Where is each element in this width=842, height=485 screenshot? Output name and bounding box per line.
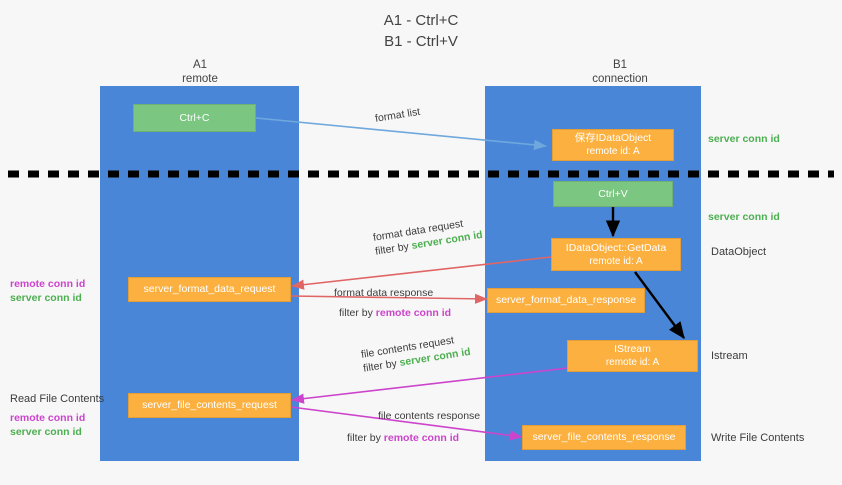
node-server-format-data-request-label: server_format_data_request: [143, 283, 276, 295]
edge-label-format-data-request: format data request filter by server con…: [372, 214, 484, 259]
title-line-1: A1 - Ctrl+C: [383, 12, 459, 29]
node-istream-line1: IStream: [614, 343, 651, 355]
node-server-file-contents-response-label: server_file_contents_response: [532, 431, 676, 443]
left-label-conn-id-pair-top: remote conn id server conn id: [10, 277, 85, 305]
edge-format-data-response-line1: format data response: [334, 287, 434, 299]
node-istream-line2: remote id: A: [605, 357, 660, 368]
node-ctrl-v-label: Ctrl+V: [598, 187, 628, 200]
key-remote-conn-id: remote conn id: [383, 432, 460, 444]
right-label-server-conn-id-mid: server conn id: [708, 211, 780, 223]
node-save-dataobject-line1: 保存IDataObject: [574, 132, 652, 144]
node-getdata-line1: IDataObject::GetData: [565, 241, 667, 254]
lane-b1-name: B1: [612, 59, 628, 71]
node-server-file-contents-response[interactable]: server_file_contents_response: [522, 425, 686, 450]
node-server-file-contents-request-label: server_file_contents_request: [142, 399, 277, 411]
right-label-dataobject: DataObject: [711, 246, 767, 258]
edge-format-data-response-filter: filter by remote conn id: [339, 307, 452, 319]
title-line-2: B1 - Ctrl+V: [384, 33, 458, 50]
edge-label-format-data-response: format data response filter by remote co…: [334, 286, 451, 320]
edge-label-file-contents-response: file contents response filter by remote …: [347, 409, 481, 445]
lane-b1-sub: connection: [592, 73, 648, 85]
key-remote-conn-id: remote conn id: [375, 307, 452, 319]
node-istream[interactable]: IStream remote id: A: [567, 340, 698, 372]
left-server-conn-id-bottom: server conn id: [10, 426, 82, 438]
edge-file-contents-response-filter: filter by remote conn id: [347, 432, 460, 444]
node-server-format-data-request[interactable]: server_format_data_request: [128, 277, 291, 302]
node-ctrl-c-label: Ctrl+C: [179, 111, 210, 124]
page-title: A1 - Ctrl+C B1 - Ctrl+V: [0, 10, 842, 52]
node-server-file-contents-request[interactable]: server_file_contents_request: [128, 393, 291, 418]
lane-a1-sub: remote: [182, 73, 218, 85]
right-label-write-file-contents: Write File Contents: [711, 432, 805, 444]
edge-file-contents-response-line1: file contents response: [378, 410, 481, 422]
lane-header-b1: B1 connection: [520, 58, 720, 86]
node-getdata-line2: remote id: A: [589, 255, 643, 267]
right-label-istream: Istream: [711, 350, 748, 362]
left-label-conn-id-pair-bottom: remote conn id server conn id: [10, 411, 85, 439]
right-label-server-conn-id-top: server conn id: [708, 133, 780, 145]
lane-header-a1: A1 remote: [100, 58, 300, 86]
node-ctrl-c[interactable]: Ctrl+C: [133, 104, 256, 132]
left-server-conn-id-top: server conn id: [10, 292, 82, 304]
edge-label-file-contents-request: file contents request filter by server c…: [360, 331, 472, 376]
node-ctrl-v[interactable]: Ctrl+V: [553, 181, 673, 207]
lane-a1-name: A1: [192, 59, 208, 71]
node-save-dataobject-line2: remote id: A: [586, 146, 640, 157]
node-save-dataobject[interactable]: 保存IDataObject remote id: A: [552, 129, 674, 161]
left-remote-conn-id-bottom: remote conn id: [10, 412, 86, 424]
edge-label-format-list: format list: [374, 105, 421, 125]
node-server-format-data-response[interactable]: server_format_data_response: [487, 288, 645, 313]
node-getdata[interactable]: IDataObject::GetData remote id: A: [551, 238, 681, 271]
left-remote-conn-id-top: remote conn id: [10, 278, 86, 290]
left-label-read-file-contents: Read File Contents: [10, 393, 105, 405]
node-server-format-data-response-label: server_format_data_response: [495, 294, 637, 306]
